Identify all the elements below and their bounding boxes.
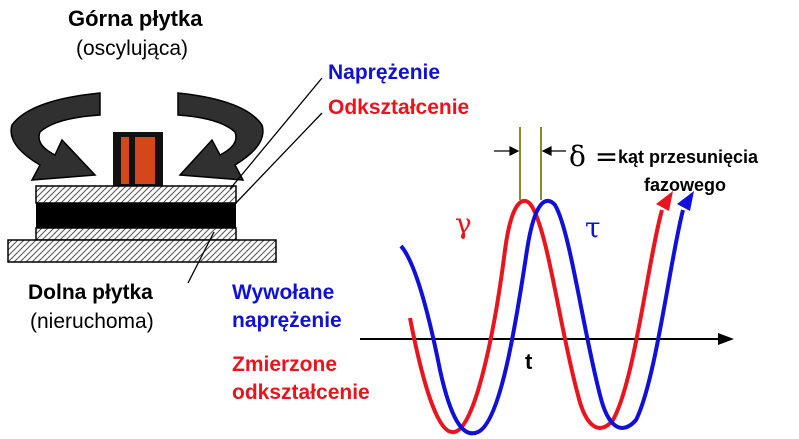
applied-stress-line2: naprężenie [232,309,342,332]
bottom-plate-title: Dolna płytka [28,281,153,304]
strain-curve [408,199,664,435]
strain-label: Odkształcenie [328,96,470,119]
delta-description-line2: fazowego [644,175,727,195]
delta-symbol: δ = [569,140,619,173]
stress-arrowhead-icon [677,191,694,211]
time-axis-arrowhead-icon [718,333,734,345]
time-axis-label: t [525,349,533,374]
sample-layer [36,203,236,228]
stress-label: Naprężenie [328,61,441,84]
lower-plate [35,227,237,241]
strain-symbol: γ [455,207,472,240]
stress-curve [399,199,685,436]
top-plate-subtitle: (oscylująca) [76,37,189,60]
bottom-plate-leader-line [187,231,215,284]
stress-leader-line [229,77,323,190]
upper-shaft [113,132,163,186]
strain-arrowhead-icon [656,191,673,211]
measured-strain-line1: Zmierzone [232,353,338,376]
bottom-plate-subtitle: (nieruchoma) [30,310,154,333]
strain-leader-line [233,112,323,206]
rotation-arrow-right-icon [177,92,264,181]
applied-stress-line1: Wywołane [232,281,335,304]
delta-description-line1: kąt przesunięcia [618,147,759,167]
rotation-arrow-left-icon [10,92,101,181]
top-plate-title: Górna płytka [68,6,203,31]
stress-symbol: τ [585,211,601,244]
phase-arrows [494,146,566,156]
base-plate [7,239,277,263]
upper-plate [35,185,237,204]
measured-strain-line2: odkształcenie [232,381,370,404]
